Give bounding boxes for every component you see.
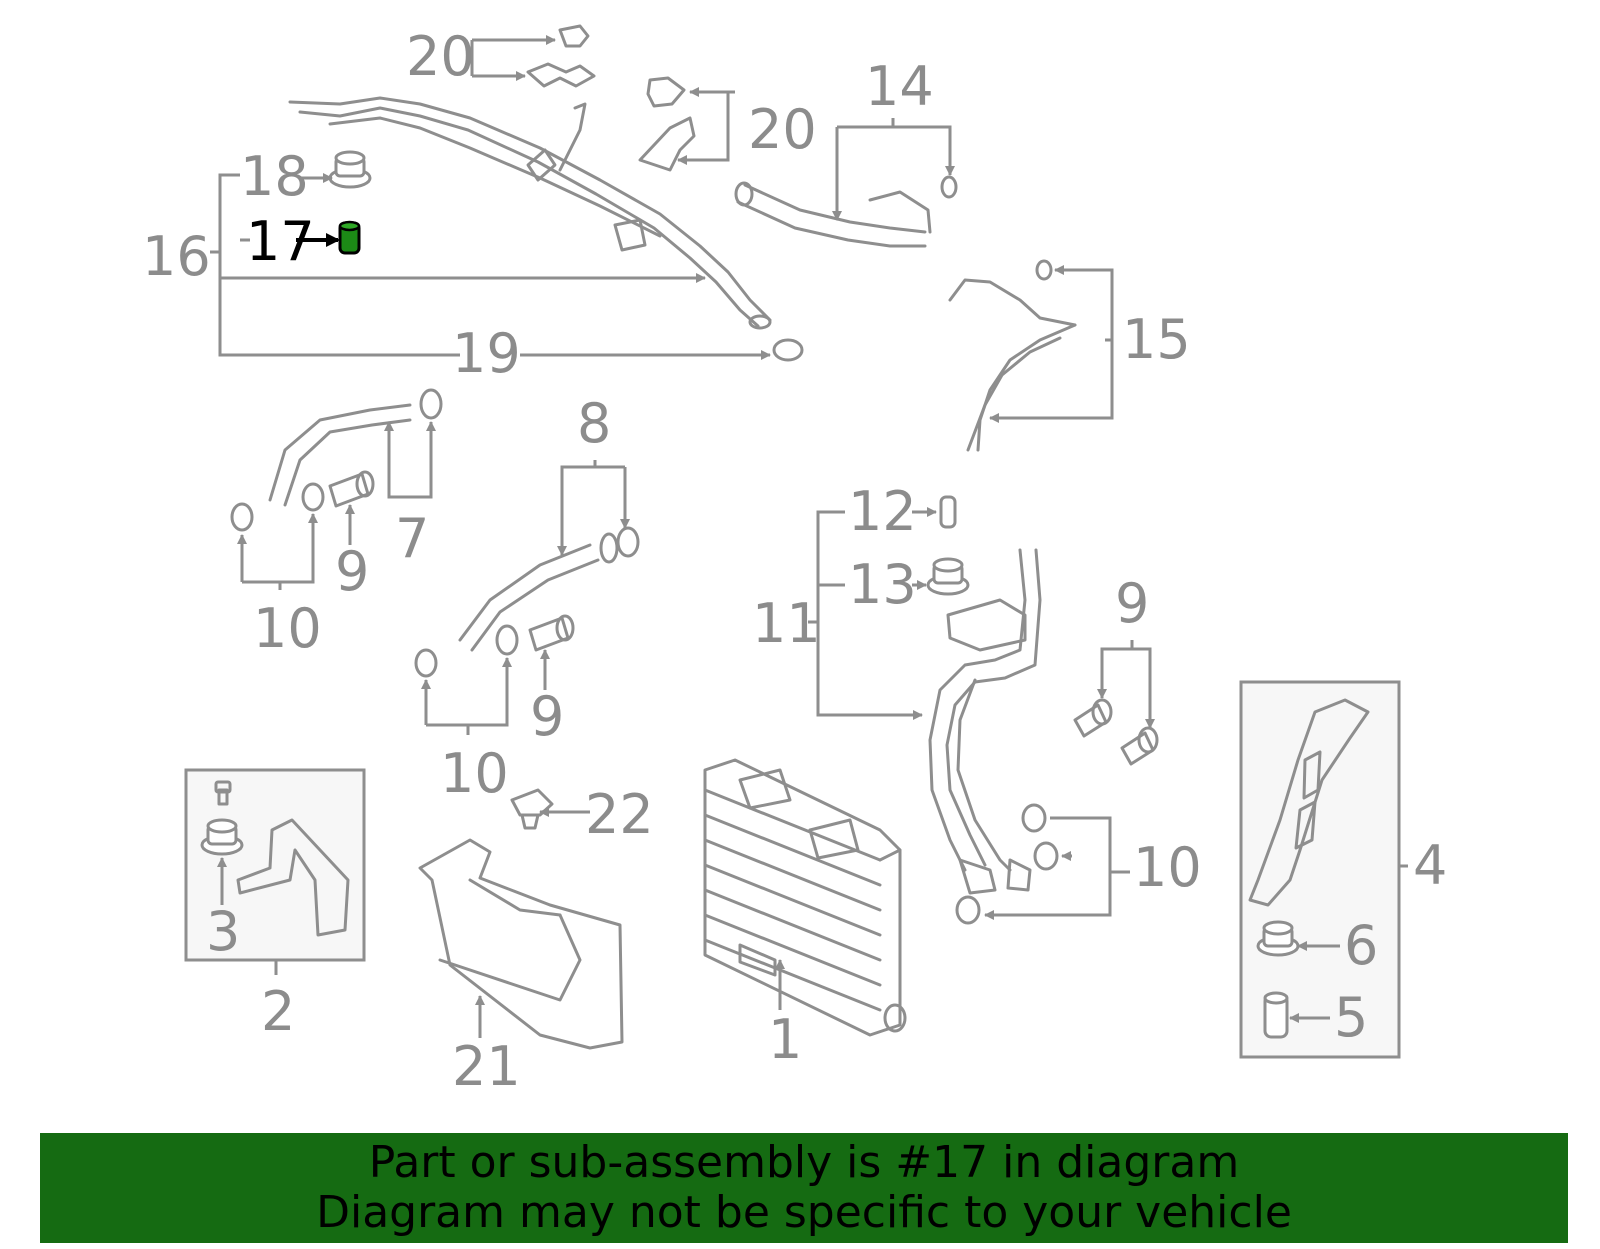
callout-2: 2 [261, 980, 295, 1043]
callout-10c: 10 [1133, 836, 1202, 899]
callout-16: 16 [142, 225, 211, 288]
pipe-assembly-11 [808, 495, 1042, 895]
bracket-20-top [470, 24, 596, 88]
grommet-18 [328, 150, 372, 189]
callout-16-bracket [210, 173, 771, 360]
hose-15 [948, 259, 1114, 452]
bracket-kit-2 [184, 768, 366, 975]
callout-20a: 20 [406, 25, 475, 88]
callout-10b: 10 [440, 742, 509, 805]
info-banner: Part or sub-assembly is #17 in diagram D… [40, 1133, 1568, 1243]
hose-7 [230, 388, 443, 590]
callout-15: 15 [1122, 308, 1191, 371]
o-rings-10-right [955, 803, 1130, 925]
banner-line-2: Diagram may not be specific to your vehi… [316, 1187, 1292, 1238]
callout-3: 3 [206, 900, 240, 963]
hose-14 [734, 118, 958, 248]
callout-22: 22 [585, 783, 654, 846]
callout-1: 1 [768, 1008, 802, 1071]
sleeve-5 [1263, 991, 1289, 1039]
callout-18: 18 [240, 145, 309, 208]
callout-14: 14 [865, 55, 934, 118]
callout-6: 6 [1344, 914, 1378, 977]
oil-pipe-assembly [288, 96, 772, 330]
callout-9c: 9 [1115, 572, 1149, 635]
oil-cooler-1 [703, 758, 907, 1037]
callout-11: 11 [752, 592, 821, 655]
banner-line-1: Part or sub-assembly is #17 in diagram [368, 1137, 1240, 1188]
bracket-20-right [638, 76, 735, 172]
callout-19: 19 [452, 322, 521, 385]
callout-10a: 10 [253, 597, 322, 660]
highlighted-part-17 [338, 220, 361, 255]
callout-9a: 9 [335, 540, 369, 603]
callout-9b: 9 [530, 685, 564, 748]
callout-7: 7 [395, 507, 429, 570]
bracket-kit-4 [1239, 680, 1408, 1059]
callout-5: 5 [1334, 986, 1368, 1049]
clip-22 [510, 788, 590, 830]
hose-8 [414, 460, 640, 735]
callout-17: 17 [246, 210, 315, 273]
callout-12: 12 [848, 480, 917, 543]
o-ring-19 [772, 338, 804, 362]
callout-labels: 1 2 3 4 5 6 7 8 9 9 9 10 10 10 11 12 13 … [142, 25, 1447, 1098]
grommet-3 [200, 818, 244, 856]
grommet-6 [1256, 920, 1300, 957]
callout-4: 4 [1413, 834, 1447, 897]
grommet-13 [926, 557, 970, 596]
callout-13: 13 [848, 553, 917, 616]
callout-20b: 20 [748, 98, 817, 161]
bolts-9-right [1073, 640, 1159, 766]
shield-21 [418, 838, 624, 1050]
callout-8: 8 [577, 392, 611, 455]
callout-21: 21 [452, 1035, 521, 1098]
